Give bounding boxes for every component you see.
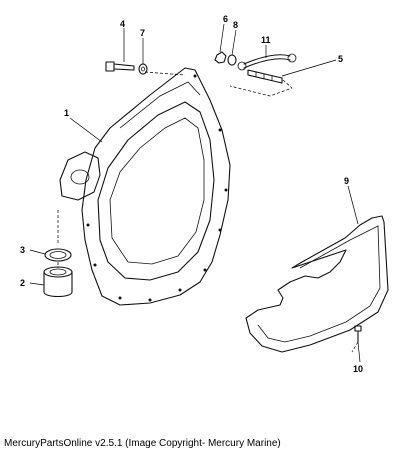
- callout-7: 7: [140, 28, 145, 38]
- callout-11: 11: [261, 35, 271, 45]
- callout-9: 9: [344, 176, 349, 186]
- seal-ring: [44, 248, 72, 262]
- bushing: [43, 266, 73, 298]
- callout-6: 6: [223, 14, 228, 24]
- bolt: [105, 61, 135, 72]
- nut-6: [214, 51, 227, 64]
- exploded-parts-diagram: 1 2 3 4 5 6 7 8 9 10 11: [20, 14, 389, 374]
- flywheel-housing: [59, 67, 231, 306]
- callout-4: 4: [120, 19, 125, 29]
- washer-7: [138, 63, 148, 75]
- stud: [247, 69, 283, 84]
- flywheel-cover: [245, 215, 389, 353]
- callout-8: 8: [233, 20, 238, 30]
- washer-8: [227, 54, 237, 66]
- ground-strap: [237, 53, 297, 71]
- callout-3: 3: [20, 245, 25, 255]
- callout-1: 1: [64, 108, 69, 118]
- callout-5: 5: [338, 54, 343, 64]
- callout-10: 10: [353, 364, 363, 374]
- copyright-footer: MercuryPartsOnline v2.5.1 (Image Copyrig…: [4, 438, 281, 449]
- callout-2: 2: [20, 278, 25, 288]
- screw: [354, 325, 362, 343]
